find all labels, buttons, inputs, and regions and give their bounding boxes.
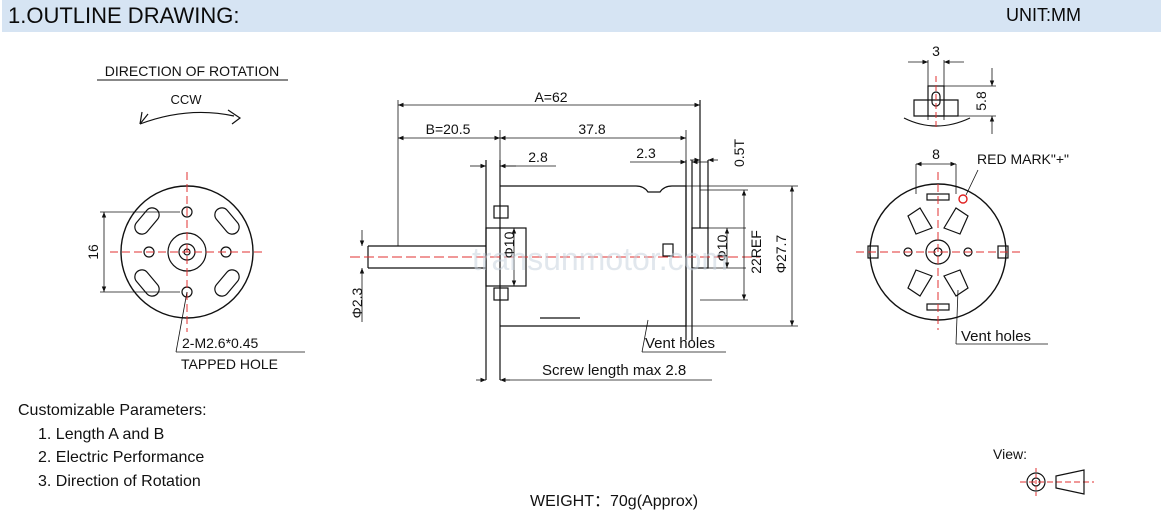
red-mark-icon	[958, 194, 968, 204]
header-bar: 1.OUTLINE DRAWING: UNIT:MM	[2, 0, 1161, 32]
shaft-diameter: Φ2.3	[349, 287, 365, 318]
ref-height: 22REF	[748, 230, 764, 274]
terminal-height: 5.8	[973, 91, 989, 111]
terminal-width: 3	[932, 43, 940, 59]
customizable-parameters: Customizable Parameters: 1. Length A and…	[18, 399, 207, 493]
vent-holes-side: Vent holes	[645, 335, 715, 352]
projection-symbol	[1020, 468, 1094, 496]
body-diameter: Φ27.7	[773, 235, 789, 274]
param-item: 1. Length A and B	[38, 425, 165, 443]
body-length: 37.8	[578, 121, 605, 137]
red-mark-label: RED MARK"+"	[977, 151, 1069, 167]
flange-left: 2.8	[528, 149, 548, 165]
view-label: View:	[993, 446, 1027, 462]
side-view: A=62 B=20.5 37.8 2.8 2.3 0.5T Φ2.3 Φ10 Φ…	[349, 89, 798, 383]
screw-note: Screw length max 2.8	[542, 362, 686, 379]
front-spacing-label: 16	[85, 244, 101, 260]
flange-right: 2.3	[636, 145, 656, 161]
param-item: 2. Electric Performance	[38, 449, 205, 466]
length-a: A=62	[534, 89, 567, 105]
hole-callout: 2-M2.6*0.45	[182, 335, 258, 351]
weight-label: WEIGHT：70g(Approx)	[530, 493, 699, 510]
param-item: 3. Direction of Rotation	[38, 472, 201, 490]
rear-boss-diameter: Φ10	[714, 234, 730, 261]
terminal-thickness: 0.5T	[731, 139, 747, 167]
params-title: Customizable Parameters:	[18, 402, 207, 419]
watermark: transunmotor.com	[472, 241, 728, 277]
rear-view: 8 RED MARK"+" Vent holes	[856, 146, 1069, 345]
rotation-title: DIRECTION OF ROTATION	[105, 63, 279, 79]
ccw-arrow-icon	[139, 109, 242, 125]
unit-label: UNIT:MM	[1006, 5, 1081, 25]
terminal-spacing: 8	[932, 146, 940, 162]
hole-type: TAPPED HOLE	[181, 356, 278, 372]
terminal-top-view: 3 5.8	[903, 43, 996, 134]
length-b: B=20.5	[426, 121, 471, 137]
rotation-direction: CCW	[170, 92, 202, 107]
front-boss-diameter: Φ10	[501, 231, 517, 258]
vent-holes-rear: Vent holes	[961, 328, 1031, 345]
front-view: DIRECTION OF ROTATION CCW 16 2-M2.6*0.45…	[85, 63, 305, 372]
page-title: 1.OUTLINE DRAWING:	[8, 3, 240, 28]
